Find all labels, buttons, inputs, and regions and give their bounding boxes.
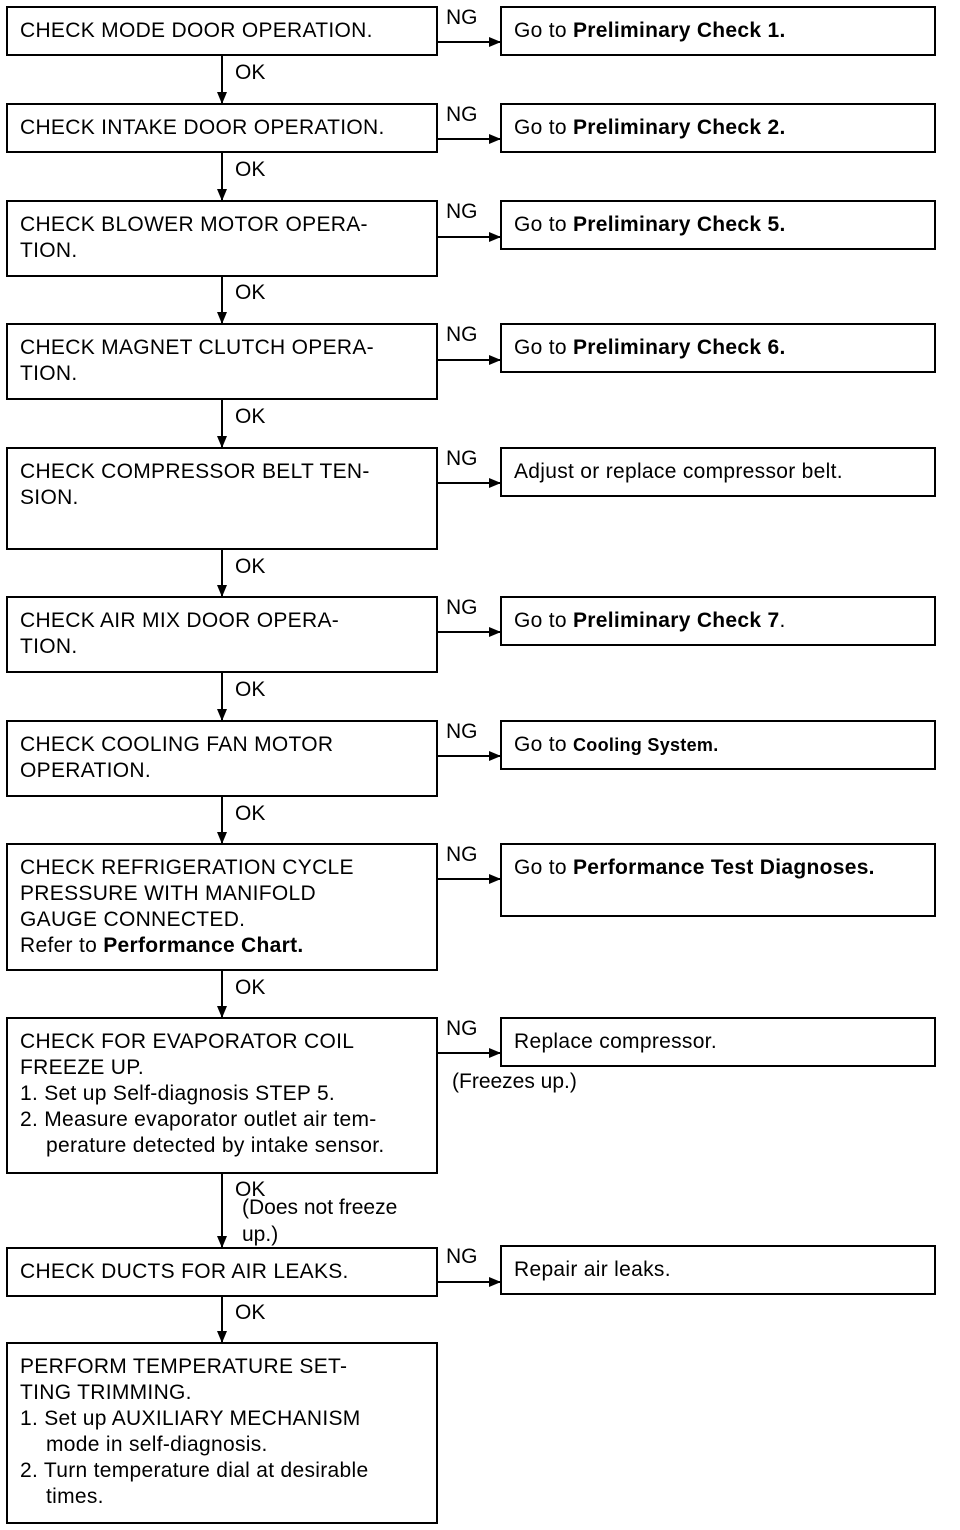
check-text-line-1: CHECK COOLING FAN MOTOR xyxy=(20,733,334,756)
ok-label: OK xyxy=(235,678,266,701)
check-text-line-2: PRESSURE WITH MANIFOLD xyxy=(20,882,316,905)
result-emphasis: Preliminary Check 6. xyxy=(573,336,786,359)
result-emphasis: Preliminary Check 5. xyxy=(573,213,786,236)
does-not-freeze-note-2: up.) xyxy=(242,1223,279,1246)
ng-label: NG xyxy=(446,323,478,346)
check-text-line-1: PERFORM TEMPERATURE SET- xyxy=(20,1355,348,1378)
ng-label: NG xyxy=(446,447,478,470)
check-magnet-clutch-box: CHECK MAGNET CLUTCH OPERA- TION. xyxy=(6,323,438,400)
ng-label: NG xyxy=(446,103,478,126)
result-text-end: . xyxy=(779,609,786,632)
check-text-line-1: CHECK MAGNET CLUTCH OPERA- xyxy=(20,336,374,359)
check-text: CHECK MODE DOOR OPERATION. xyxy=(20,19,373,42)
check-text-line-2: FREEZE UP. xyxy=(20,1056,144,1079)
ok-label: OK xyxy=(235,405,266,428)
ok-label: OK xyxy=(235,802,266,825)
ng-label: NG xyxy=(446,596,478,619)
does-not-freeze-note-1: (Does not freeze xyxy=(242,1196,398,1219)
result-text: Go to xyxy=(514,336,573,359)
check-cooling-fan-box: CHECK COOLING FAN MOTOR OPERATION. xyxy=(6,720,438,797)
preliminary-check-5-box: Go to Preliminary Check 5. xyxy=(500,200,936,250)
preliminary-check-6-box: Go to Preliminary Check 6. xyxy=(500,323,936,373)
check-refrigeration-cycle-box: CHECK REFRIGERATION CYCLE PRESSURE WITH … xyxy=(6,843,438,971)
check-compressor-belt-box: CHECK COMPRESSOR BELT TEN- SION. xyxy=(6,447,438,550)
result-text: Go to xyxy=(514,213,573,236)
check-text-line-2: TION. xyxy=(20,362,78,385)
check-text-line-2: TION. xyxy=(20,239,78,262)
check-text-line-1: CHECK AIR MIX DOOR OPERA- xyxy=(20,609,340,632)
preliminary-check-7-box: Go to Preliminary Check 7. xyxy=(500,596,936,646)
check-text-line-1: CHECK REFRIGERATION CYCLE xyxy=(20,856,354,879)
check-blower-motor-box: CHECK BLOWER MOTOR OPERA- TION. xyxy=(6,200,438,277)
result-text: Go to xyxy=(514,733,573,756)
sub-step-1-line-2: mode in self-diagnosis. xyxy=(46,1433,268,1456)
reference-emphasis: Performance Chart. xyxy=(103,934,304,957)
adjust-compressor-belt-box: Adjust or replace compressor belt. xyxy=(500,447,936,497)
check-intake-door-box: CHECK INTAKE DOOR OPERATION. xyxy=(6,103,438,153)
performance-test-box: Go to Performance Test Diagnoses. xyxy=(500,843,936,917)
freezes-up-note: (Freezes up.) xyxy=(452,1070,577,1093)
result-text: Adjust or replace compressor belt. xyxy=(514,460,843,483)
result-text: Go to xyxy=(514,116,573,139)
ng-label: NG xyxy=(446,843,478,866)
ng-label: NG xyxy=(446,6,478,29)
ng-label: NG xyxy=(446,1245,478,1268)
ng-label: NG xyxy=(446,720,478,743)
sub-step-2-line-2: times. xyxy=(46,1485,104,1508)
check-text-line-1: CHECK FOR EVAPORATOR COIL xyxy=(20,1030,355,1053)
result-text: Go to xyxy=(514,19,573,42)
check-mode-door-box: CHECK MODE DOOR OPERATION. xyxy=(6,6,438,56)
sub-step-1-line-1: 1. Set up AUXILIARY MECHANISM xyxy=(20,1407,361,1430)
check-air-mix-door-box: CHECK AIR MIX DOOR OPERA- TION. xyxy=(6,596,438,673)
check-text-line-2: OPERATION. xyxy=(20,759,151,782)
result-text: Go to xyxy=(514,609,573,632)
result-emphasis: Preliminary Check 2. xyxy=(573,116,786,139)
sub-step-2-line-1: 2. Measure evaporator outlet air tem- xyxy=(20,1108,377,1131)
ok-label: OK xyxy=(235,976,266,999)
check-text-line-1: CHECK BLOWER MOTOR OPERA- xyxy=(20,213,368,236)
check-text-line-3: GAUGE CONNECTED. xyxy=(20,908,246,931)
reference-text: Refer to xyxy=(20,934,104,957)
preliminary-check-1-box: Go to Preliminary Check 1. xyxy=(500,6,936,56)
result-emphasis: Preliminary Check 1. xyxy=(573,19,786,42)
ok-label: OK xyxy=(235,1178,266,1201)
result-text: Replace compressor. xyxy=(514,1030,717,1053)
check-text-line-2: SION. xyxy=(20,486,79,509)
ng-label: NG xyxy=(446,1017,478,1040)
repair-air-leaks-box: Repair air leaks. xyxy=(500,1245,936,1295)
sub-step-2-line-1: 2. Turn temperature dial at desirable xyxy=(20,1459,369,1482)
check-text-line-2: TION. xyxy=(20,635,78,658)
result-text: Repair air leaks. xyxy=(514,1258,671,1281)
ok-label: OK xyxy=(235,281,266,304)
preliminary-check-2-box: Go to Preliminary Check 2. xyxy=(500,103,936,153)
replace-compressor-box: Replace compressor. xyxy=(500,1017,936,1067)
ng-label: NG xyxy=(446,200,478,223)
check-evaporator-freeze-box: CHECK FOR EVAPORATOR COIL FREEZE UP. 1. … xyxy=(6,1017,438,1174)
result-emphasis: Preliminary Check 7 xyxy=(573,609,780,632)
ok-label: OK xyxy=(235,1301,266,1324)
sub-step-1: 1. Set up Self-diagnosis STEP 5. xyxy=(20,1082,336,1105)
result-emphasis: Performance Test Diagnoses. xyxy=(573,856,875,879)
perform-temperature-trimming-box: PERFORM TEMPERATURE SET- TING TRIMMING. … xyxy=(6,1342,438,1524)
ok-label: OK xyxy=(235,61,266,84)
check-reference: Refer to Performance Chart. xyxy=(20,933,424,959)
sub-step-2-line-2: perature detected by intake sensor. xyxy=(46,1134,385,1157)
check-text: CHECK INTAKE DOOR OPERATION. xyxy=(20,116,385,139)
ok-label: OK xyxy=(235,555,266,578)
check-text-line-1: CHECK COMPRESSOR BELT TEN- xyxy=(20,460,370,483)
result-emphasis: Cooling System. xyxy=(573,735,719,755)
cooling-system-box: Go to Cooling System. xyxy=(500,720,936,770)
check-text: CHECK DUCTS FOR AIR LEAKS. xyxy=(20,1260,349,1283)
result-text: Go to xyxy=(514,856,573,879)
check-ducts-box: CHECK DUCTS FOR AIR LEAKS. xyxy=(6,1247,438,1297)
ok-label: OK xyxy=(235,158,266,181)
check-text-line-2: TING TRIMMING. xyxy=(20,1381,192,1404)
